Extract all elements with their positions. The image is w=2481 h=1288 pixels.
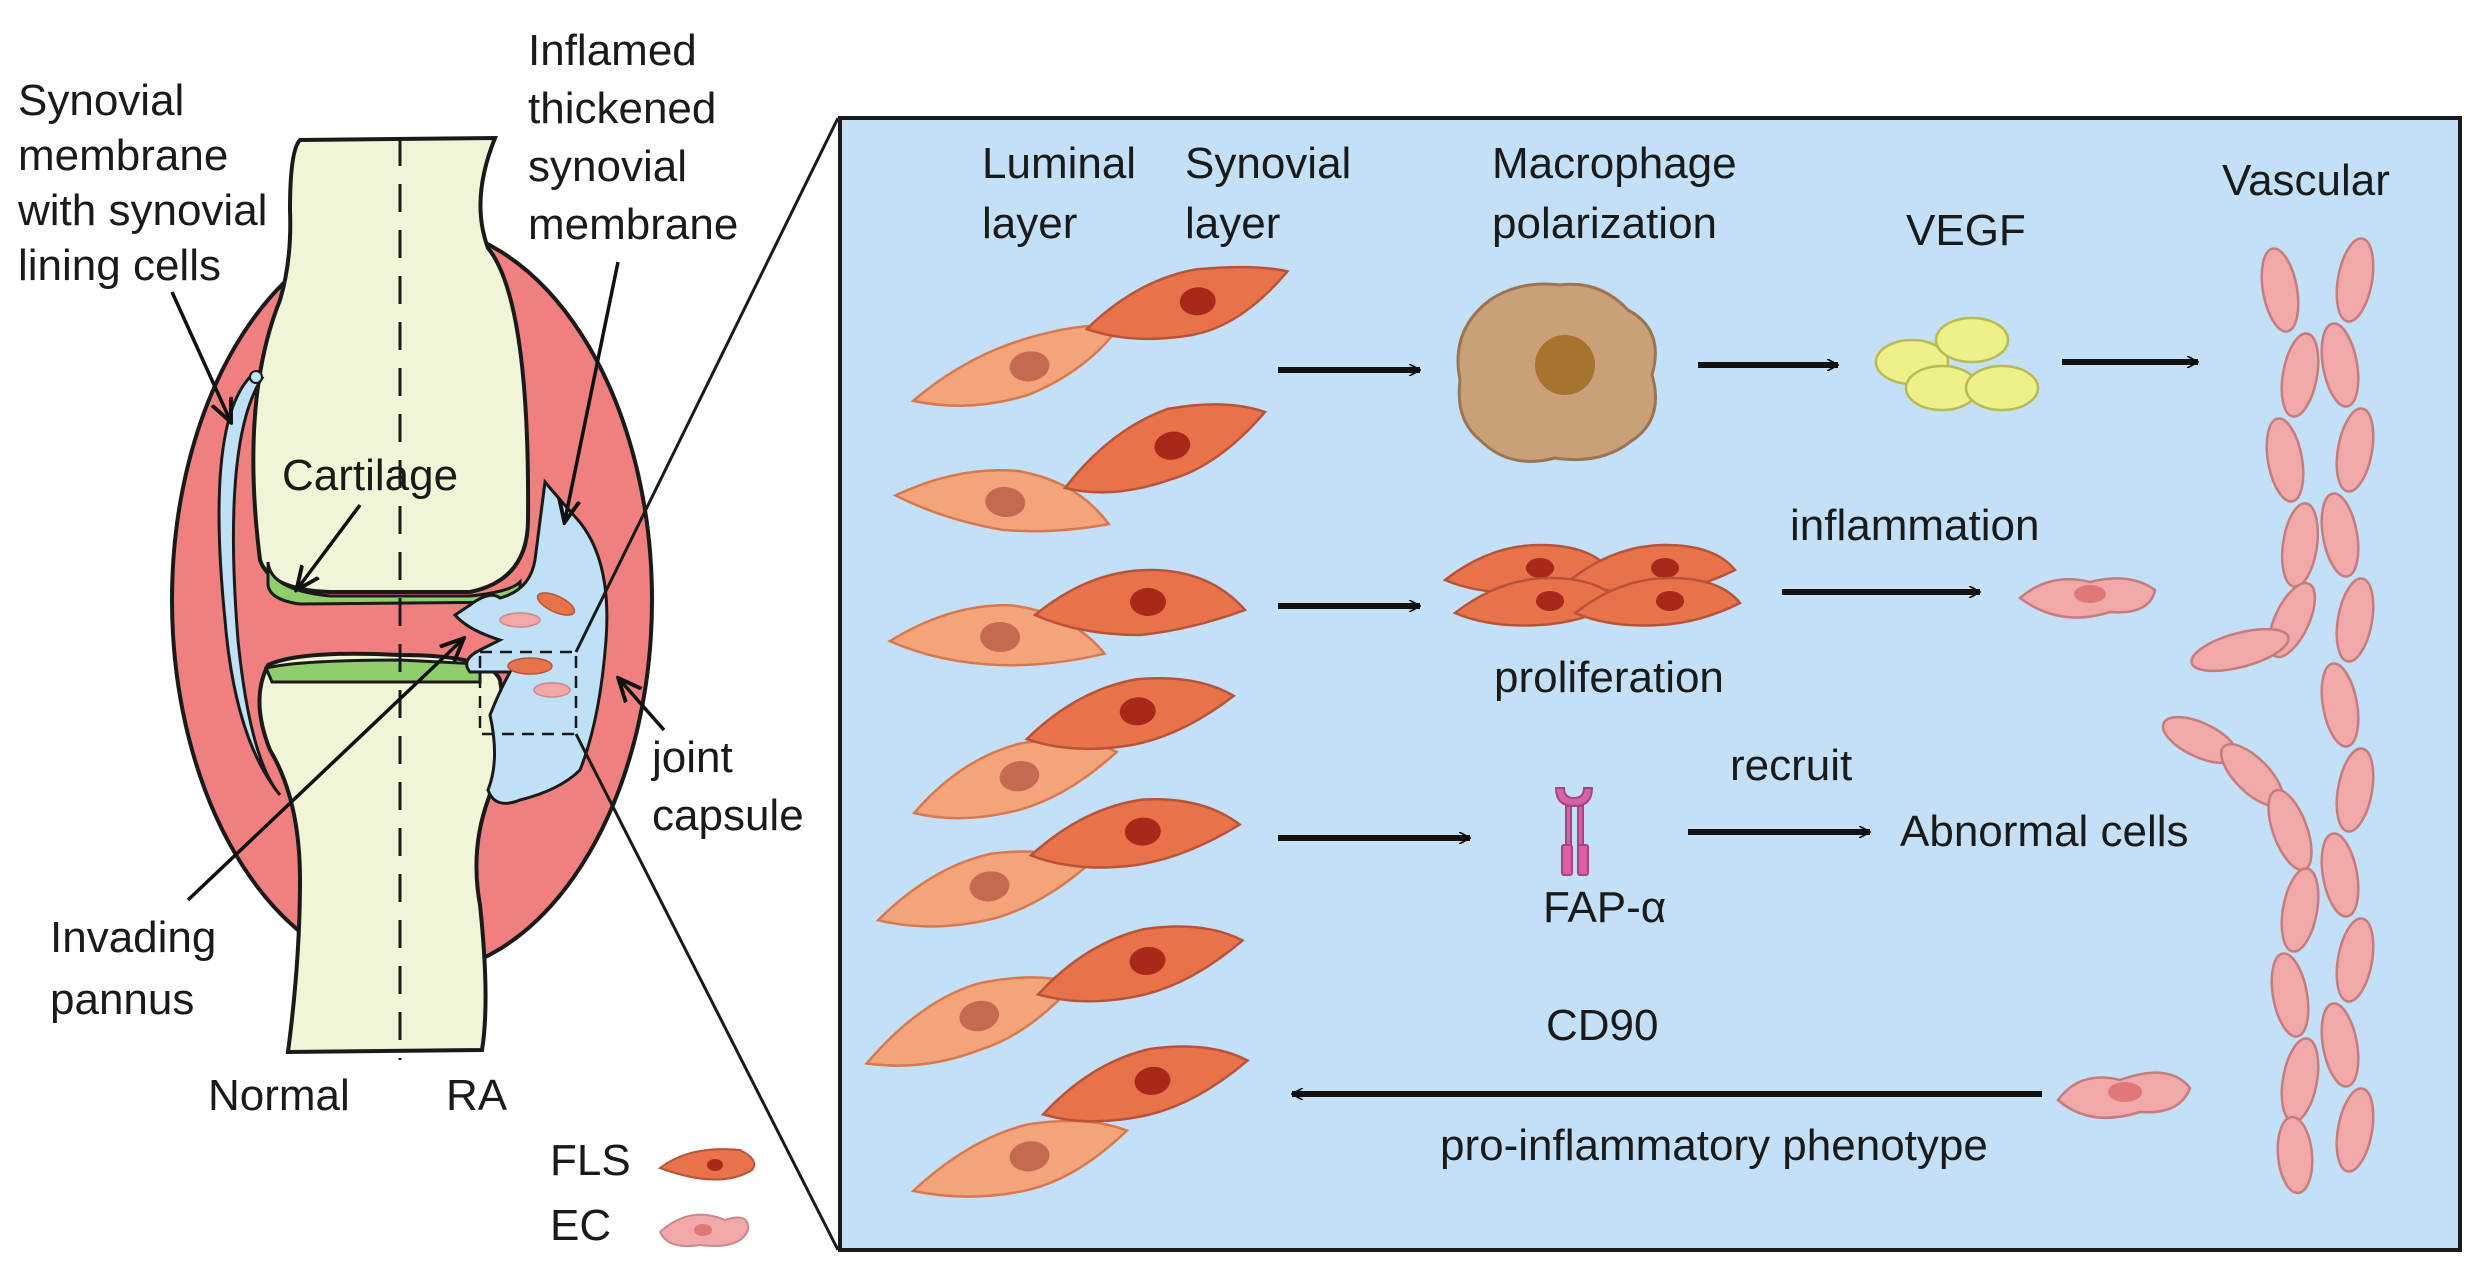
normal-synovial-membrane <box>217 373 282 796</box>
synovial-cell-dot <box>249 370 263 384</box>
label-vascular: Vascular <box>2222 156 2390 205</box>
fls-cell-joint <box>536 592 576 616</box>
fls-cell <box>1024 677 1236 751</box>
fls-cell <box>910 1119 1130 1198</box>
label-cd90: CD90 <box>1546 1001 1659 1050</box>
label-fap-alpha: FAP-α <box>1543 883 1666 932</box>
fls-cell <box>1028 797 1242 869</box>
label-ra: RA <box>446 1071 508 1120</box>
fls-cell <box>1040 1045 1250 1123</box>
label-proliferation: proliferation <box>1494 653 1724 702</box>
label-inflammation: inflammation <box>1790 501 2039 550</box>
fls-cell <box>1032 568 1248 637</box>
ec-cell-joint <box>533 682 571 698</box>
cartilage-callout-arrow <box>298 503 362 588</box>
label-abnormal-cells: Abnormal cells <box>1900 807 2189 856</box>
label-normal: Normal <box>208 1071 350 1120</box>
fls-cell <box>1062 403 1268 494</box>
macrophage-nucleus <box>1535 335 1595 395</box>
vegf-molecules <box>1874 316 2040 412</box>
fls-cell <box>911 738 1119 820</box>
zoom-line-bottom <box>574 733 840 1251</box>
legend-fls-nucleus <box>707 1159 723 1171</box>
ec-cell-joint <box>499 612 541 628</box>
ec-cell-nucleus <box>2074 585 2106 603</box>
legend: FLS EC <box>550 1136 756 1250</box>
legend-ec-label: EC <box>550 1201 611 1250</box>
fls-cell <box>892 468 1111 533</box>
legend-fls-label: FLS <box>550 1136 631 1185</box>
synovial-callout-arrow <box>170 291 230 420</box>
pannus-callout-arrow <box>186 640 462 902</box>
fap-receptor-icon <box>1554 787 1594 876</box>
inflamed-callout-arrow <box>565 261 620 520</box>
fls-cell-joint <box>507 657 553 675</box>
fls-cell <box>1084 265 1290 341</box>
upper-bone <box>251 135 531 594</box>
label-cartilage: Cartilage <box>282 451 458 500</box>
zoom-box <box>478 650 578 736</box>
proliferating-fls-cluster <box>1442 543 1742 627</box>
vascular-chain <box>2161 247 2320 1195</box>
ec-cell-nucleus <box>2108 1082 2142 1102</box>
panel-background <box>838 116 2462 1252</box>
fls-cell <box>1035 925 1245 1003</box>
label-recruit: recruit <box>1730 741 1852 790</box>
fls-cell-group <box>864 265 1290 1198</box>
zoom-line-top <box>574 117 840 653</box>
vascular-chain <box>2320 237 2375 1173</box>
lower-cartilage <box>263 658 482 684</box>
label-pro-inflammatory-phenotype: pro-inflammatory phenotype <box>1440 1121 1988 1170</box>
legend-ec-nucleus <box>694 1224 712 1236</box>
capsule-callout-arrow <box>620 680 666 732</box>
label-vegf: VEGF <box>1906 206 2026 255</box>
